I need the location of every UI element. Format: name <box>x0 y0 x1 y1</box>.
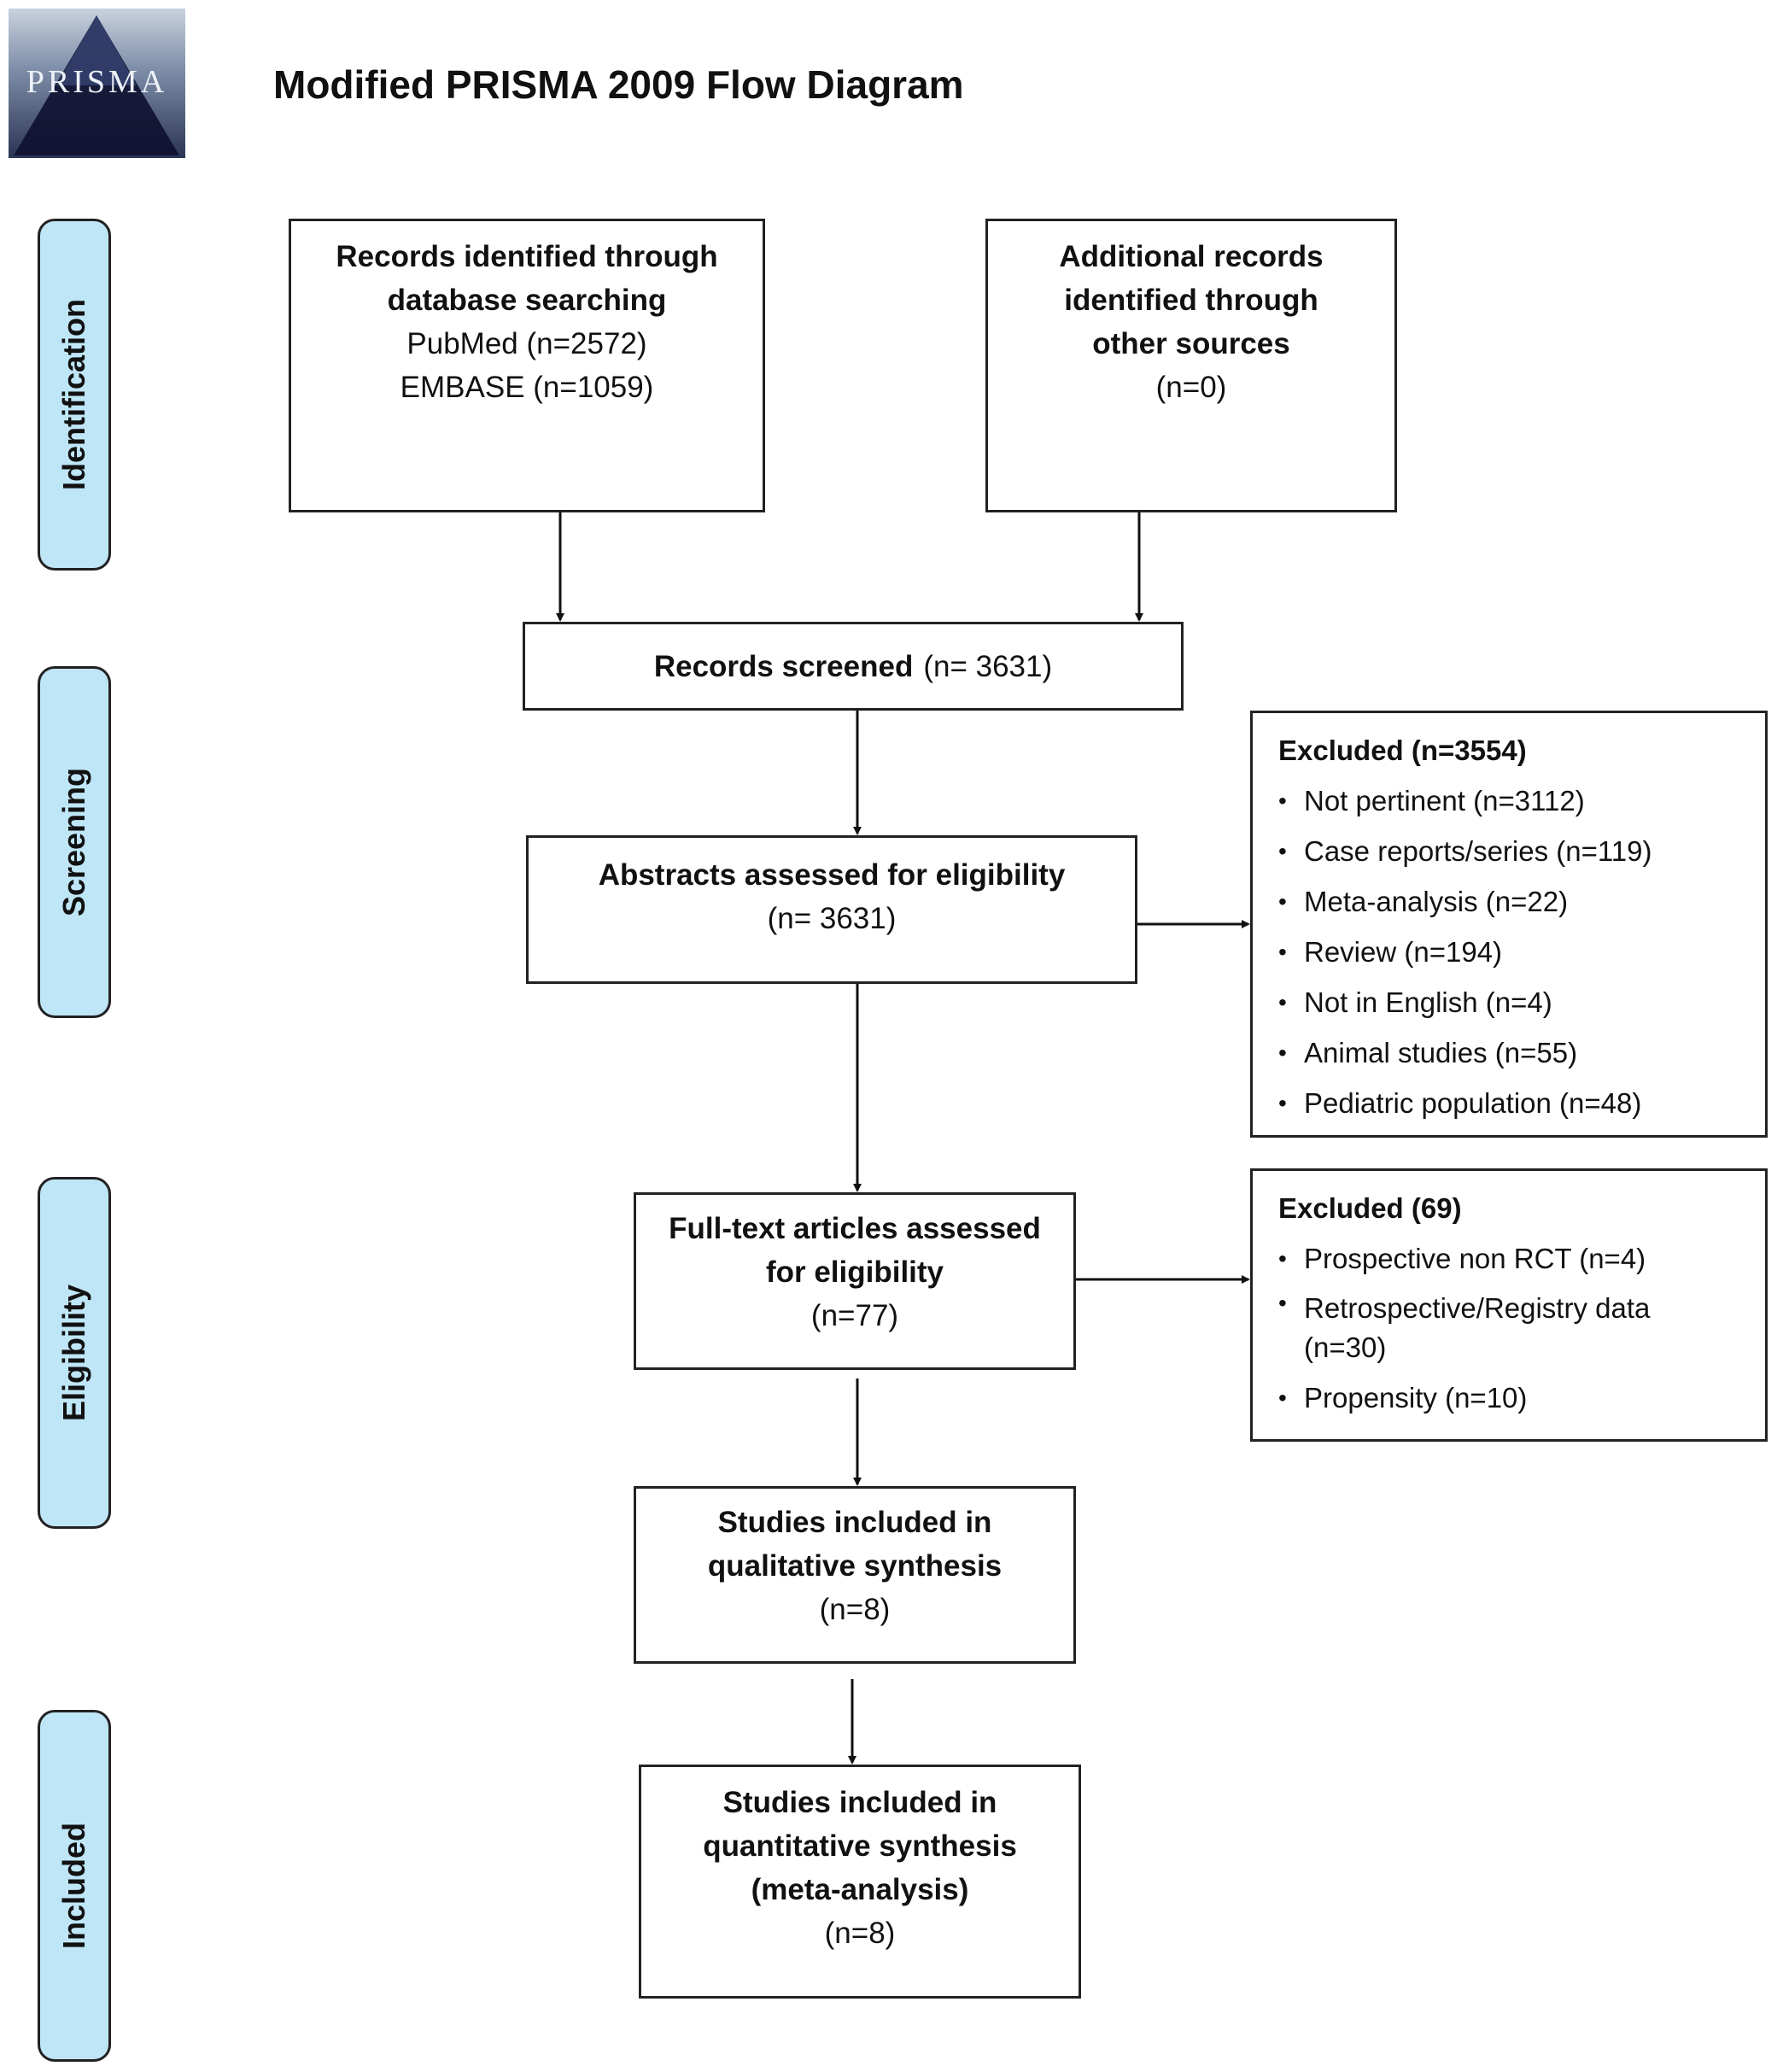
other-line-1: Additional records <box>1059 240 1324 273</box>
quantitative-line-1: Studies included in <box>722 1786 997 1819</box>
list-item: Not pertinent (n=3112) <box>1278 776 1765 826</box>
fulltext-line-1: Full-text articles assessed <box>669 1212 1041 1245</box>
stage-tab-eligibility: Eligibility <box>38 1177 111 1529</box>
list-item: Meta-analysis (n=22) <box>1278 876 1765 927</box>
excluded-screening-header: Excluded (n=3554) <box>1278 735 1527 766</box>
stage-tab-included: Included <box>38 1710 111 2062</box>
list-item: Propensity (n=10) <box>1278 1373 1765 1423</box>
list-item: Retrospective/Registry data (n=30) <box>1278 1284 1680 1373</box>
abstracts-line-1: Abstracts assessed for eligibility <box>598 858 1066 892</box>
qualitative-line-1: Studies included in <box>717 1506 992 1539</box>
excluded-eligibility-list: Prospective non RCT (n=4) Retrospective/… <box>1278 1233 1765 1423</box>
box-quantitative-synthesis: Studies included in quantitative synthes… <box>639 1765 1081 1999</box>
box-qualitative-synthesis: Studies included in qualitative synthesi… <box>634 1486 1076 1664</box>
qualitative-line-2: qualitative synthesis <box>707 1549 1003 1583</box>
box-excluded-screening: Excluded (n=3554) Not pertinent (n=3112)… <box>1250 711 1768 1138</box>
other-count: (n=0) <box>1155 371 1227 404</box>
box-abstracts-assessed: Abstracts assessed for eligibility (n= 3… <box>526 835 1137 984</box>
other-line-3: other sources <box>1092 327 1290 360</box>
list-item: Prospective non RCT (n=4) <box>1278 1233 1765 1284</box>
page-title: Modified PRISMA 2009 Flow Diagram <box>273 62 964 107</box>
quantitative-count: (n=8) <box>824 1917 896 1950</box>
stage-tab-screening: Screening <box>38 666 111 1018</box>
database-embase: EMBASE (n=1059) <box>400 371 654 404</box>
list-item: Case reports/series (n=119) <box>1278 826 1765 876</box>
database-line-1: Records identified through <box>336 240 718 273</box>
fulltext-line-2: for eligibility <box>765 1255 944 1289</box>
box-other-sources: Additional records identified through ot… <box>985 219 1397 512</box>
list-item: Pediatric population (n=48) <box>1278 1078 1765 1128</box>
box-excluded-eligibility: Excluded (69) Prospective non RCT (n=4) … <box>1250 1168 1768 1442</box>
excluded-eligibility-header: Excluded (69) <box>1278 1192 1462 1224</box>
prisma-logo: PRISMA <box>9 9 185 158</box>
box-database-search: Records identified through database sear… <box>289 219 765 512</box>
box-fulltext-assessed: Full-text articles assessed for eligibil… <box>634 1192 1076 1370</box>
list-item: Not in English (n=4) <box>1278 977 1765 1027</box>
stage-tab-identification: Identification <box>38 219 111 571</box>
database-line-2: database searching <box>387 284 667 317</box>
quantitative-line-3: (meta-analysis) <box>751 1873 969 1906</box>
list-item: Animal studies (n=55) <box>1278 1027 1765 1078</box>
screened-count: (n= 3631) <box>923 649 1053 683</box>
qualitative-count: (n=8) <box>819 1593 891 1626</box>
abstracts-count: (n= 3631) <box>767 902 897 935</box>
excluded-screening-list: Not pertinent (n=3112) Case reports/seri… <box>1278 776 1765 1128</box>
screened-label: Records screened <box>653 649 914 683</box>
database-pubmed: PubMed (n=2572) <box>406 327 647 360</box>
quantitative-line-2: quantitative synthesis <box>703 1829 1017 1863</box>
box-records-screened: Records screened (n= 3631) <box>523 622 1184 711</box>
other-line-2: identified through <box>1064 284 1318 317</box>
list-item: Review (n=194) <box>1278 927 1765 977</box>
prisma-logo-triangle <box>14 15 179 155</box>
fulltext-count: (n=77) <box>810 1299 899 1332</box>
prisma-logo-text: PRISMA <box>26 64 168 100</box>
